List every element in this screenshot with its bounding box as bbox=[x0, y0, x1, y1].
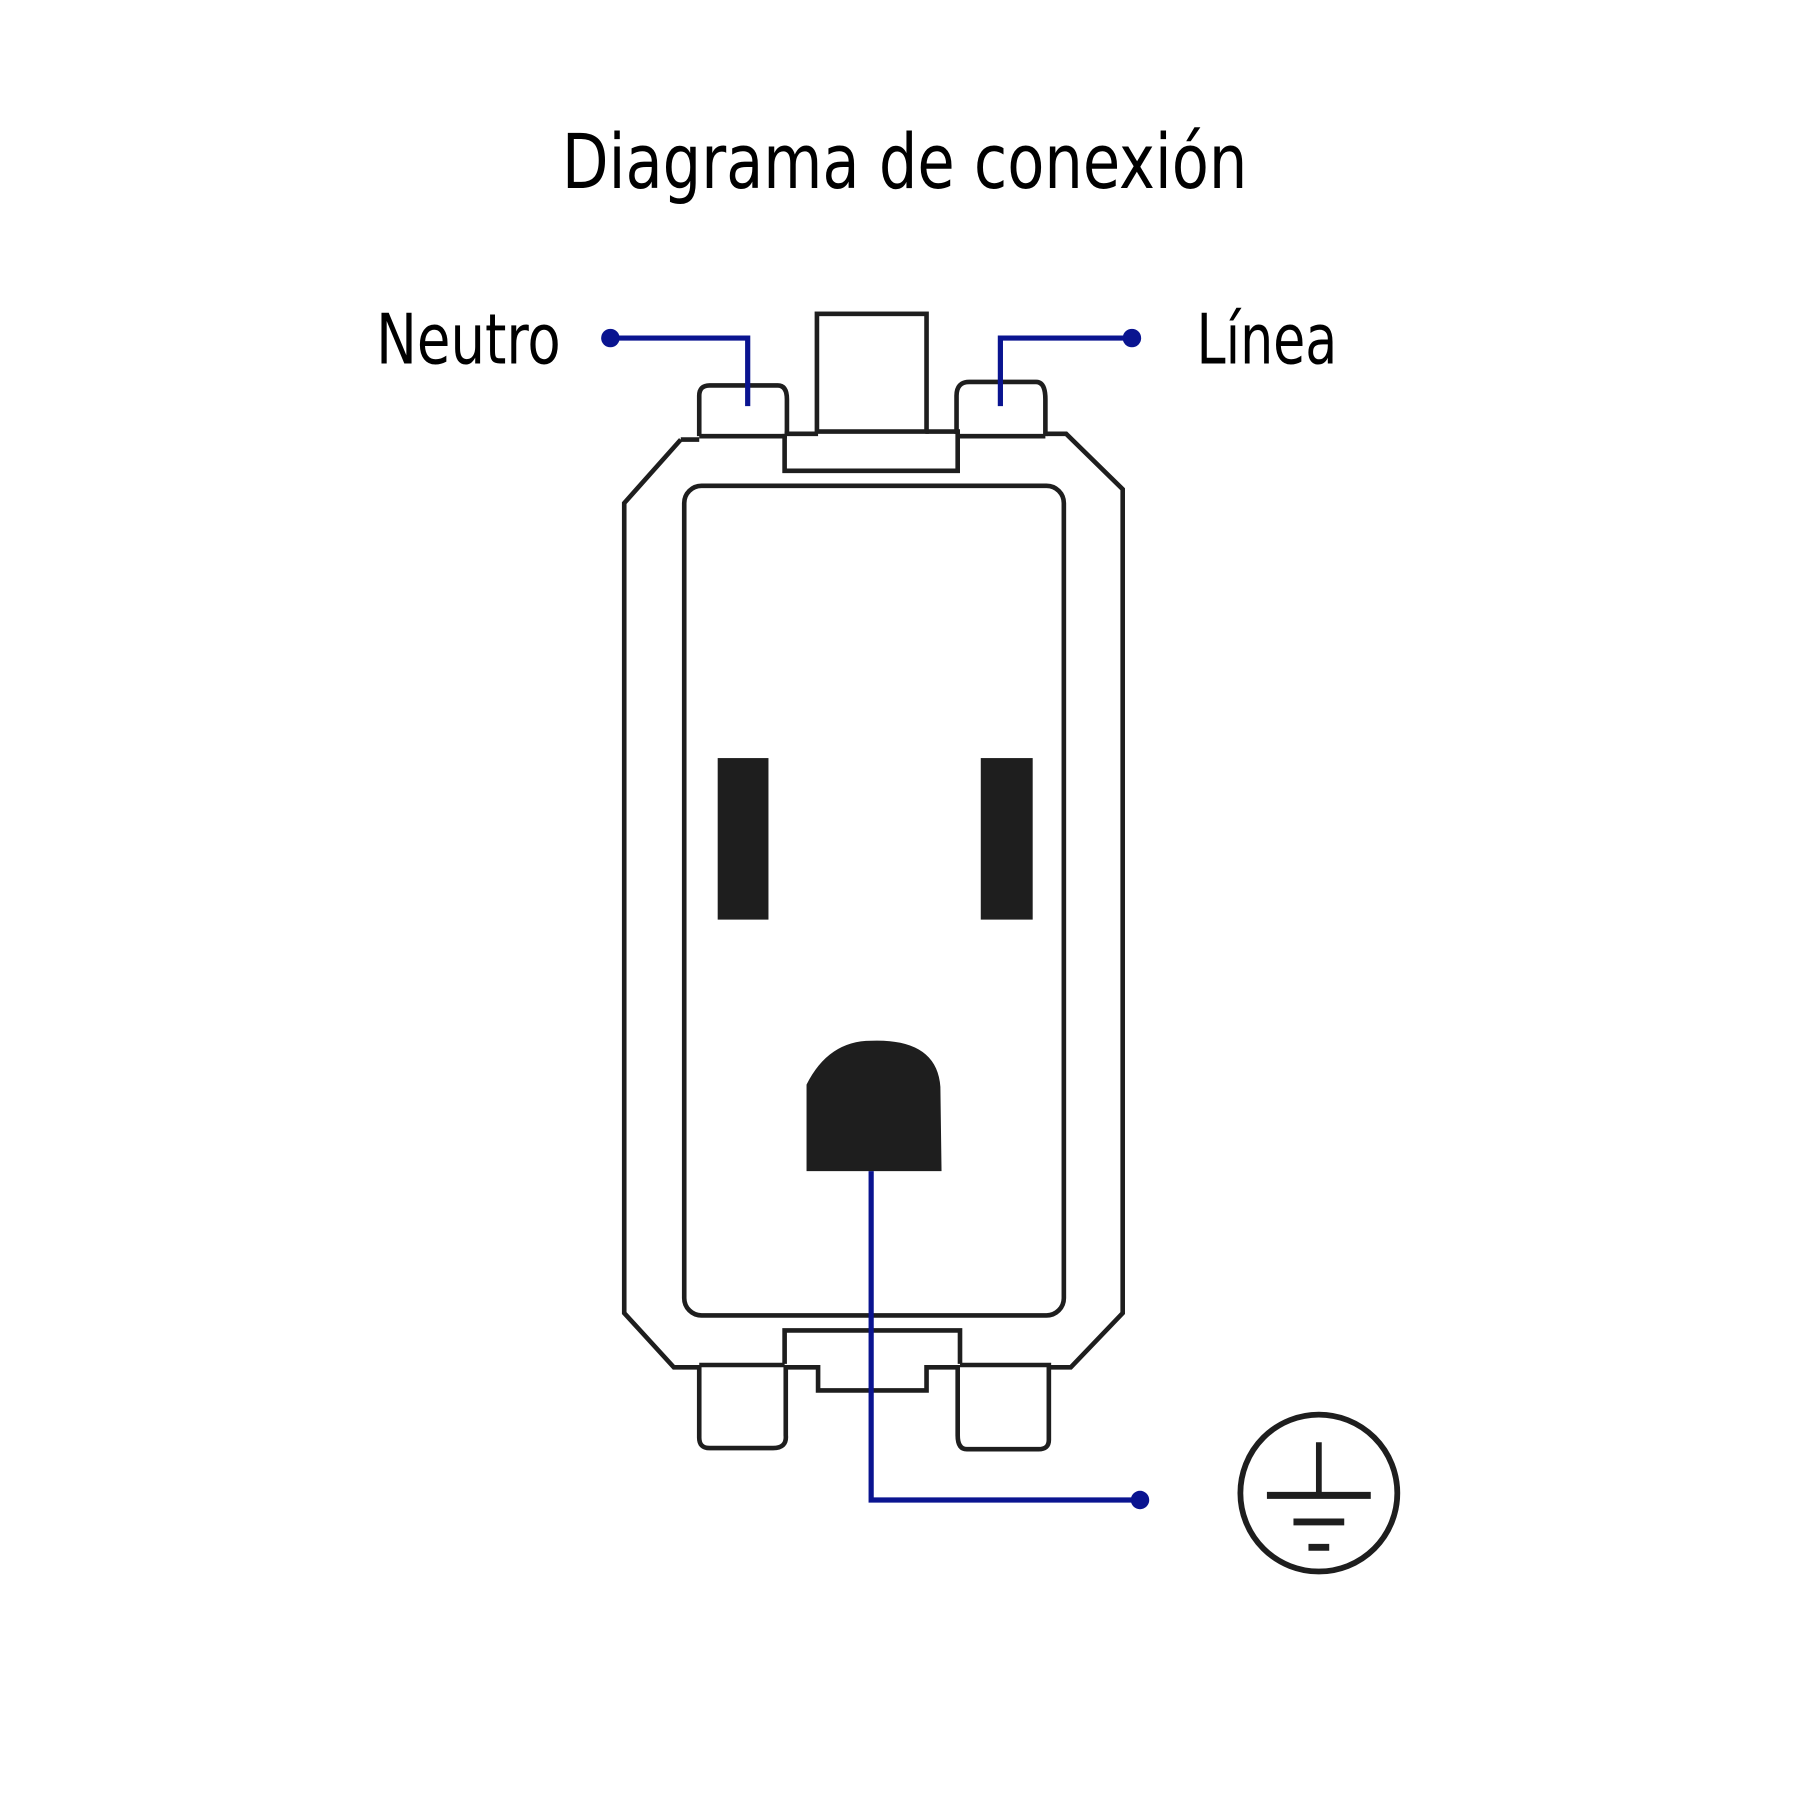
wires bbox=[601, 328, 1150, 1510]
ground-wire bbox=[868, 1171, 1140, 1503]
line-terminal-dot bbox=[1122, 328, 1142, 348]
line-wire bbox=[997, 335, 1132, 407]
line-slot bbox=[980, 758, 1033, 920]
neutral-label: Neutro bbox=[376, 300, 561, 380]
mounting-tab bbox=[814, 311, 929, 434]
ground-terminal-dot bbox=[1130, 1490, 1150, 1510]
diagram-title: Diagrama de conexión bbox=[562, 117, 1247, 206]
line-label: Línea bbox=[1197, 300, 1338, 380]
neutral-wire bbox=[610, 335, 751, 407]
neutral-terminal-dot bbox=[601, 328, 620, 348]
outlet-body bbox=[621, 311, 1125, 1452]
neutral-slot bbox=[717, 758, 769, 920]
ground-symbol-icon bbox=[1237, 1411, 1401, 1575]
outlet-face bbox=[681, 483, 1067, 1318]
ground-slot bbox=[806, 1040, 942, 1172]
